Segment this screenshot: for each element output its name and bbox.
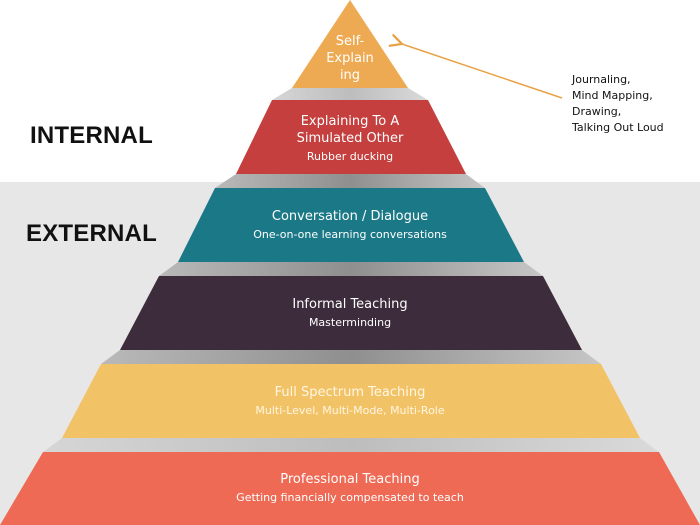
connector-3-4 xyxy=(159,262,543,276)
tier-4-shape xyxy=(120,276,582,350)
tier-1-title-line-2: Explain xyxy=(326,51,374,66)
tier-6-subtitle: Getting financially compensated to teach xyxy=(236,491,464,504)
tier-4-title: Informal Teaching xyxy=(292,297,408,312)
tier-5-shape xyxy=(62,364,640,438)
tier-1-title-line-3: ing xyxy=(339,68,361,83)
tier-6-text: Professional Teaching Getting financiall… xyxy=(150,471,550,506)
annotation-line-4: Talking Out Loud xyxy=(572,121,664,134)
annotation-line-2: Mind Mapping, xyxy=(572,89,653,102)
tier-1-text: Self- Explain ing xyxy=(300,33,400,84)
tier-1-title-line-1: Self- xyxy=(335,34,365,49)
annotation-arrow xyxy=(402,44,563,99)
tier-5-subtitle: Multi-Level, Multi-Mode, Multi-Role xyxy=(255,404,445,417)
tier-3-shape xyxy=(178,188,524,262)
connector-2-3 xyxy=(215,174,485,188)
tier-5-title: Full Spectrum Teaching xyxy=(274,385,426,400)
external-label: EXTERNAL xyxy=(26,220,157,247)
internal-label: INTERNAL xyxy=(30,122,153,149)
tier-3-subtitle: One-on-one learning conversations xyxy=(253,228,447,241)
annotation-line-1: Journaling, xyxy=(572,73,631,86)
tier-3-title: Conversation / Dialogue xyxy=(271,209,429,224)
tier-2-title-line-1: Explaining To A xyxy=(300,114,400,129)
annotation-text: Journaling, Mind Mapping, Drawing, Talki… xyxy=(572,72,664,136)
tier-1-shape xyxy=(292,0,408,88)
tier-4-subtitle: Masterminding xyxy=(308,316,392,329)
tier-6-shape xyxy=(0,452,700,525)
connector-5-6 xyxy=(43,438,659,452)
tier-2-title-line-2: Simulated Other xyxy=(296,131,404,146)
tier-5-text: Full Spectrum Teaching Multi-Level, Mult… xyxy=(150,384,550,419)
connector-1-2 xyxy=(272,88,428,100)
connector-4-5 xyxy=(101,350,601,364)
tier-3-text: Conversation / Dialogue One-on-one learn… xyxy=(200,208,500,243)
tier-2-shape xyxy=(236,100,466,174)
tier-2-text: Explaining To A Simulated Other Rubber d… xyxy=(250,113,450,165)
tier-4-text: Informal Teaching Masterminding xyxy=(200,296,500,331)
tier-6-title: Professional Teaching xyxy=(280,472,420,487)
tier-2-subtitle: Rubber ducking xyxy=(306,150,394,163)
annotation-line-3: Drawing, xyxy=(572,105,622,118)
